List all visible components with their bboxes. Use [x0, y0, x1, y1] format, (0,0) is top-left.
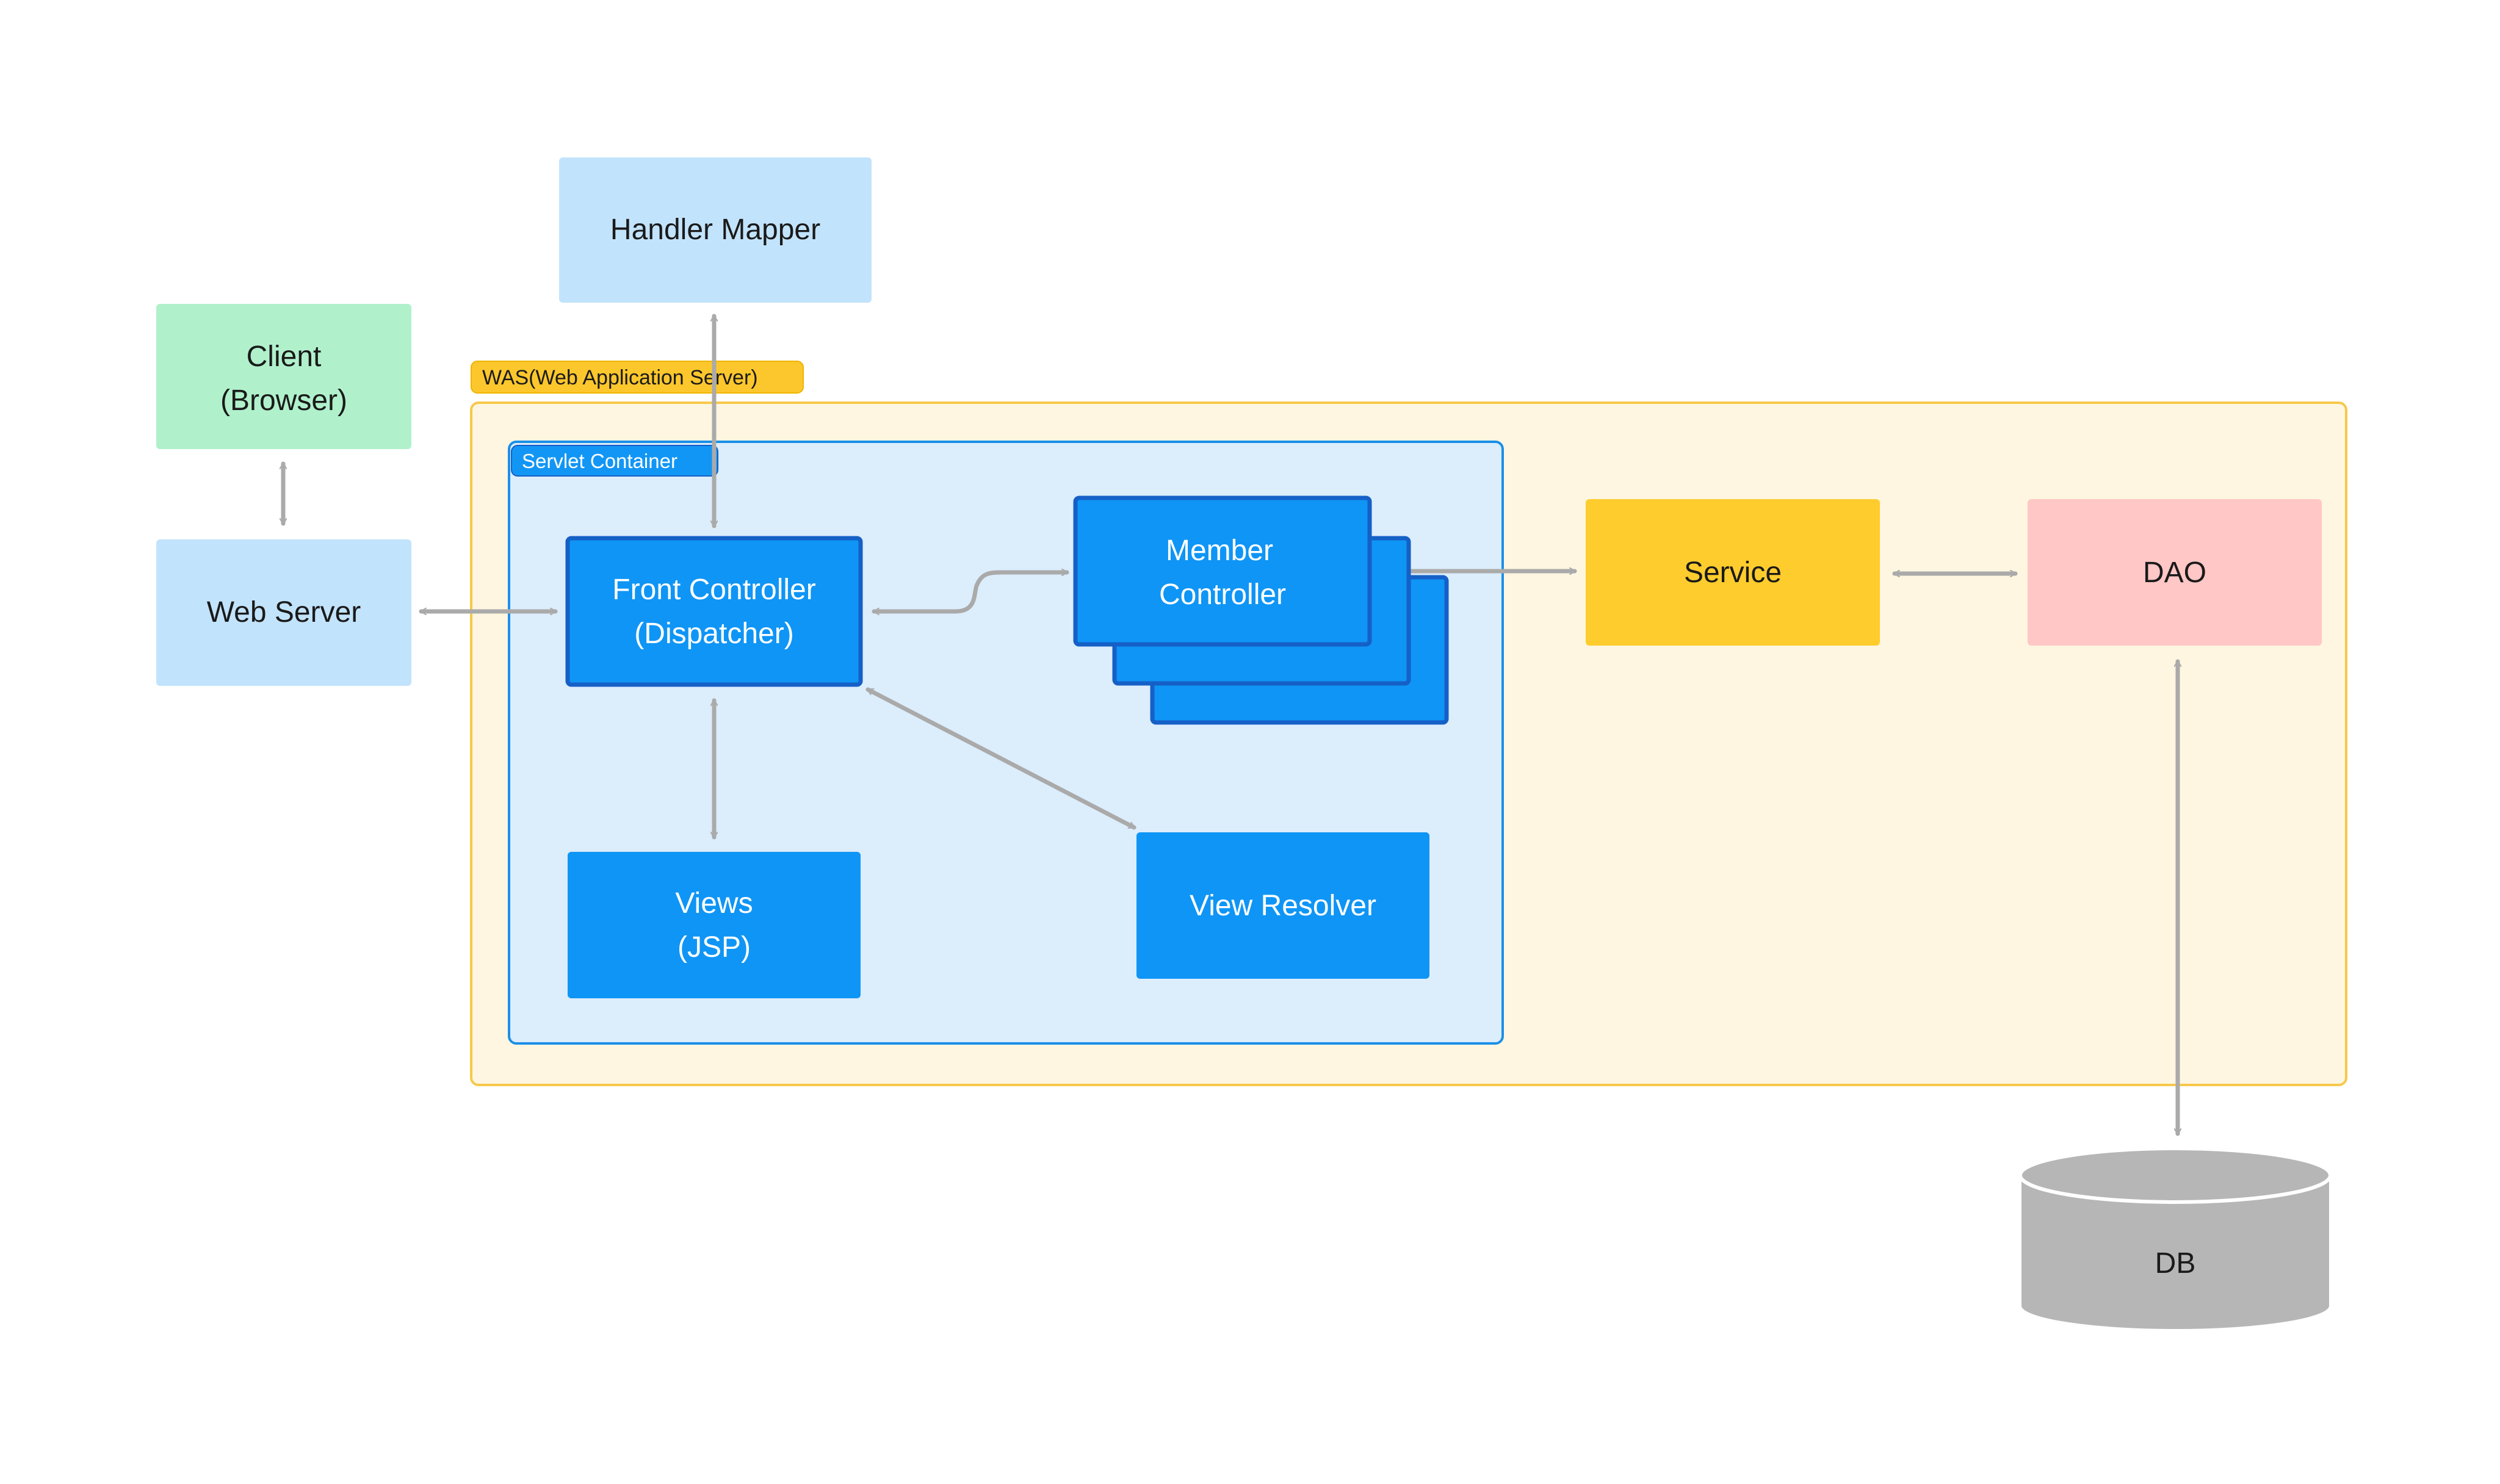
handler-mapper-label: Handler Mapper	[610, 214, 820, 246]
member-controller-card-front	[1073, 495, 1372, 647]
view-resolver-label: View Resolver	[1190, 890, 1376, 922]
client-label-line2: (Browser)	[220, 384, 347, 417]
was-label-tag: WAS(Web Application Server)	[471, 361, 804, 394]
dao-node: DAO	[2028, 499, 2322, 646]
service-label: Service	[1684, 556, 1782, 589]
client-node: Client (Browser)	[156, 304, 411, 449]
db-cylinder-top	[2018, 1147, 2332, 1204]
was-label: WAS(Web Application Server)	[482, 366, 758, 389]
servlet-container-label-tag: Servlet Container	[511, 445, 718, 477]
web-server-node: Web Server	[156, 539, 411, 686]
views-label-line1: Views	[675, 887, 753, 920]
arrow-frontcontroller-viewresolver	[865, 687, 1136, 830]
db-label: DB	[2155, 1247, 2196, 1280]
views-label-line2: (JSP)	[677, 931, 751, 964]
service-node: Service	[1586, 499, 1880, 646]
connectors	[283, 314, 2178, 1136]
servlet-container-label: Servlet Container	[522, 450, 677, 472]
member-controller-stack: Member Controller	[1073, 495, 1449, 725]
db-cylinder-body	[2019, 1174, 2332, 1331]
handler-mapper-node: Handler Mapper	[559, 157, 872, 303]
member-controller-label-line1: Member	[1166, 535, 1273, 567]
arrow-frontcontroller-membercontroller	[872, 572, 1069, 611]
db-node: DB	[2018, 1147, 2332, 1331]
front-controller-label-line1: Front Controller	[612, 574, 815, 606]
web-server-label: Web Server	[207, 596, 361, 629]
member-controller-label-line2: Controller	[1159, 578, 1286, 611]
views-node: Views (JSP)	[568, 852, 861, 998]
client-label-line1: Client	[247, 340, 322, 373]
view-resolver-node: View Resolver	[1136, 832, 1429, 979]
front-controller-node: Front Controller (Dispatcher)	[565, 536, 863, 687]
dao-label: DAO	[2143, 556, 2206, 589]
front-controller-label-line2: (Dispatcher)	[634, 618, 793, 650]
